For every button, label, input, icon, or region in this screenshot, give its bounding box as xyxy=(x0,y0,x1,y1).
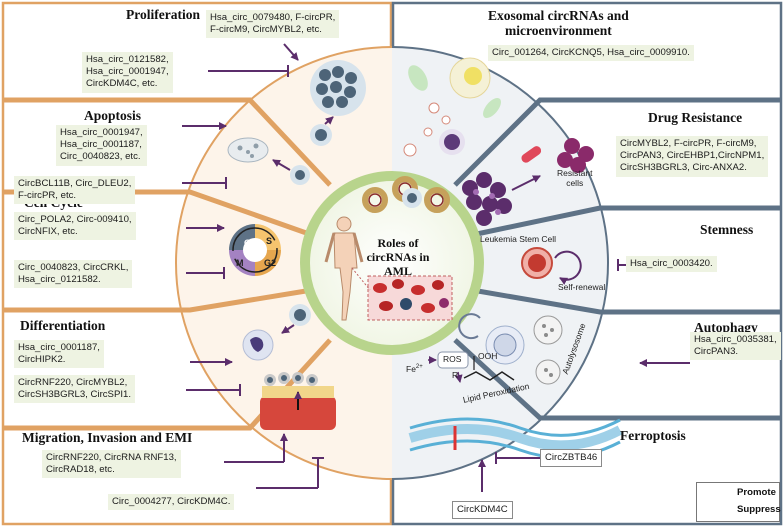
apoptosis-suppressors: CircBCL11B, Circ_DLEU2, F-circPR, etc. xyxy=(14,176,136,205)
apoptosis-promoters: Hsa_circ_0001947, Hsa_circ_0001187, Circ… xyxy=(56,125,147,166)
phase-g1: G1 xyxy=(244,238,256,248)
title-differentiation: Differentiation xyxy=(20,318,106,333)
r-label: R xyxy=(452,370,459,380)
cell-cycle-disc xyxy=(229,224,281,276)
autolysosome xyxy=(458,313,563,385)
right-dividers xyxy=(453,97,781,421)
legend: Promote Suppress xyxy=(696,482,781,522)
differentiation-promoters: Hsa_circ_0001187, CircHIPK2. xyxy=(14,340,104,369)
exosomal-circrnas: Circ_001264, CircKCNQ5, Hsa_circ_0009910… xyxy=(488,45,694,62)
ferroptosis-suppressor: CircZBTB46 xyxy=(540,449,603,468)
lipid-chain xyxy=(463,371,515,381)
fe-label: Fe2+ xyxy=(406,364,423,374)
title-exosomal: Exosomal circRNAs and microenvironment xyxy=(488,8,629,38)
ferroptosis-promoter: CircKDM4C xyxy=(452,501,513,520)
phase-g2: G2 xyxy=(264,258,276,268)
center-title: Roles of circRNAs in AML xyxy=(366,236,430,278)
phase-m: M xyxy=(236,258,244,268)
resistant-cells-label: Resistant cells xyxy=(557,168,593,188)
differentiated-cell xyxy=(242,329,274,361)
human-figure xyxy=(324,216,364,321)
proliferation-suppressors: Hsa_circ_0121582, Hsa_circ_0001947, Circ… xyxy=(82,52,173,93)
stem-cell xyxy=(521,247,582,285)
apoptotic-cell xyxy=(227,137,269,163)
ros-label: ROS xyxy=(443,354,462,364)
migration-promoters: CircRNF220, CircRNA RNF13, CircRAD18, et… xyxy=(42,450,181,479)
cell-cycle-suppressors: Circ_0040823, CircCRKL, Hsa_circ_0121582… xyxy=(14,260,133,289)
ros-box xyxy=(437,351,469,369)
title-migration: Migration, Invasion and EMI xyxy=(22,430,193,445)
title-proliferation: Proliferation xyxy=(126,7,200,22)
proliferation-cluster xyxy=(310,60,366,116)
drug-resistance-circrnas: CircMYBL2, F-circPR, F-circM9, CircPAN3,… xyxy=(616,136,769,177)
title-autophagy: Autophagy xyxy=(694,320,758,335)
phase-s: S xyxy=(266,236,272,246)
title-apoptosis: Apoptosis xyxy=(84,108,142,123)
stemness-circrnas: Hsa_circ_0003420. xyxy=(626,256,717,273)
cell-cycle-promoters: Circ_POLA2, Circ-009410, CircNFIX, etc. xyxy=(14,212,136,241)
migration-suppressors: Circ_0004277, CircKDM4C. xyxy=(108,494,235,511)
proliferation-promoters: Hsa_circ_0079480, F-circPR, F-circM9, Ci… xyxy=(206,10,340,39)
resistant-cells xyxy=(462,138,594,226)
ooh-label: OOH xyxy=(478,351,498,361)
exosome-cells xyxy=(402,57,501,208)
autophagy-circrnas: Hsa_circ_0035381, CircPAN3. xyxy=(690,332,781,361)
blood-vessel xyxy=(260,372,336,430)
differentiation-suppressors: CircRNF220, CircMYBL2, CircSH3BGRL3, Cir… xyxy=(14,375,136,404)
regulation-arrows xyxy=(182,43,707,492)
title-stemness: Stemness xyxy=(700,222,754,237)
capsule-icon xyxy=(521,146,542,163)
self-renewal-label: Self-renewal xyxy=(558,282,606,292)
lsc-label: Leukemia Stem Cell xyxy=(480,234,557,244)
blood-cells xyxy=(373,279,449,313)
title-ferroptosis: Ferroptosis xyxy=(620,428,686,443)
title-drug-resistance: Drug Resistance xyxy=(648,110,743,125)
